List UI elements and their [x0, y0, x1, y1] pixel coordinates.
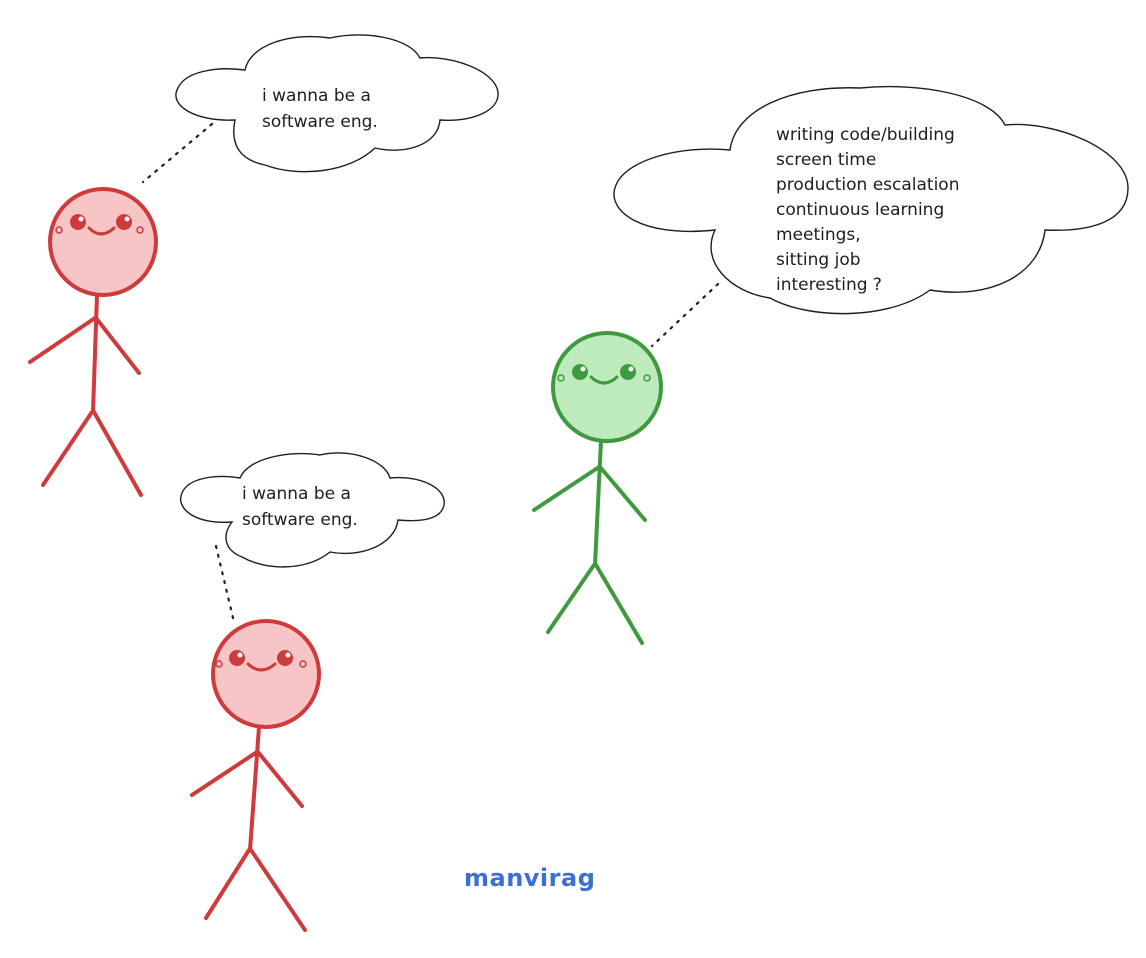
figure-3-bubble-line: interesting ? [776, 275, 882, 295]
stick-figure-icon [190, 619, 321, 932]
figure-3-bubble-line: screen time [776, 150, 876, 170]
figure-3-bubble-line: production escalation [776, 175, 959, 195]
figure-1: i wanna be a software eng. [28, 34, 499, 497]
figure-1-bubble-line: i wanna be a [262, 86, 371, 106]
figure-3-bubble-line: meetings, [776, 225, 861, 245]
smiley-face-icon [557, 364, 651, 385]
figure-2-bubble-line: i wanna be a [242, 484, 351, 504]
thought-cloud-icon [175, 34, 499, 173]
figure-2-bubble-line: software eng. [242, 510, 358, 530]
smiley-face-icon [55, 214, 144, 236]
stick-figure-icon [28, 187, 158, 497]
thought-connector [214, 544, 235, 620]
thought-connector [141, 122, 214, 184]
signature-text: manvirag [464, 864, 595, 892]
figure-3: writing code/building screen time produc… [532, 85, 1129, 645]
figure-1-bubble-line: software eng. [262, 112, 378, 132]
thought-connector [650, 282, 720, 348]
figure-3-bubble-line: writing code/building [776, 125, 955, 145]
smiley-face-icon [215, 650, 307, 672]
stick-figure-icon [532, 331, 663, 645]
figure-3-bubble-line: sitting job [776, 250, 861, 270]
thought-cloud-icon [179, 452, 445, 568]
figure-2: i wanna be a software eng. [179, 452, 445, 932]
thought-cloud-icon [613, 85, 1129, 315]
figure-3-bubble-line: continuous learning [776, 200, 944, 220]
